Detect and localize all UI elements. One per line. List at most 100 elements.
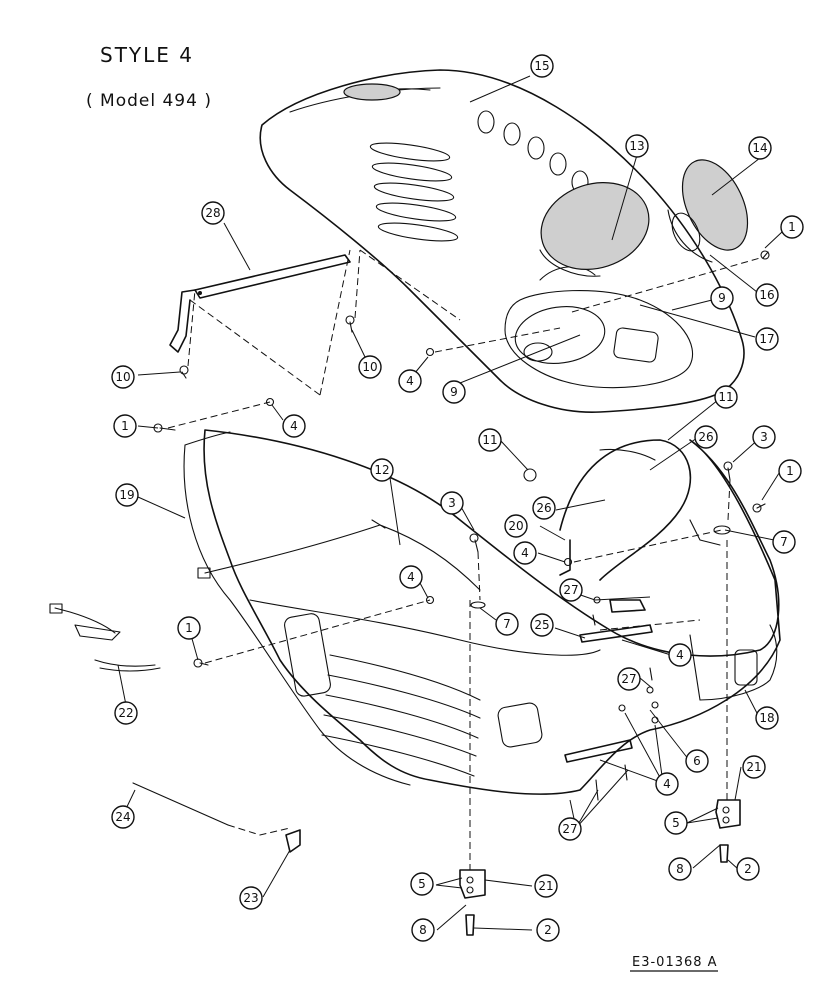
callout-27: 27 [559,578,583,602]
wiring-harness-12 [197,519,481,591]
callout-circle [778,459,802,483]
callout-number: 20 [508,519,523,533]
callout-number: 12 [374,463,389,477]
callout-1: 1 [780,215,804,239]
callout-circle [742,755,766,779]
callout-circle [559,578,583,602]
callout-number: 13 [629,139,644,153]
callout-4: 4 [399,565,423,589]
callout-27: 27 [558,817,582,841]
callout-7: 7 [495,612,519,636]
callout-circle [399,565,423,589]
callout-27: 27 [617,667,641,691]
hood-top-holes [477,110,589,194]
hood-shape [259,69,745,413]
mount-bracket-lower-left [459,869,486,936]
mount-bracket-lower-right [715,799,741,863]
slide-rails [564,599,653,763]
callout-22: 22 [114,701,138,725]
callout-7: 7 [772,530,796,554]
callout-4: 4 [282,414,306,438]
callout-number: 3 [760,430,768,444]
callout-26: 26 [694,425,718,449]
callout-number: 8 [676,862,684,876]
grille-slots [284,613,543,777]
callout-number: 22 [118,706,133,720]
callout-number: 2 [544,923,552,937]
callout-14: 14 [748,136,772,160]
support-bracket [559,439,721,581]
callout-number: 14 [752,141,767,155]
callout-circle [111,365,135,389]
callout-number: 27 [563,583,578,597]
callout-number: 4 [406,374,414,388]
callout-circle [685,749,709,773]
callout-13: 13 [625,134,649,158]
assembly-lines [167,249,761,870]
callout-1: 1 [177,616,201,640]
callout-number: 21 [538,879,553,893]
callout-circle [111,805,135,829]
callout-10: 10 [111,365,135,389]
callout-circle [478,428,502,452]
callout-circle [536,918,560,942]
callout-number: 4 [663,777,671,791]
model-label: ( Model 494 ) [86,91,212,111]
headlight-lens-right [667,159,749,263]
callout-circle [177,616,201,640]
callout-circle [358,355,382,379]
callout-circle [534,874,558,898]
callout-circle [780,215,804,239]
callout-number: 7 [503,617,511,631]
callout-26: 26 [532,496,556,520]
callout-number: 27 [562,822,577,836]
hood-support-arm [169,254,351,353]
callout-9: 9 [710,286,734,310]
hood-louvers [369,142,459,242]
callout-number: 28 [205,206,220,220]
callout-circle [411,918,435,942]
callout-circle [772,530,796,554]
callout-number: 2 [744,862,752,876]
callout-23: 23 [239,886,263,910]
callout-19: 19 [115,483,139,507]
callout-number: 1 [786,464,794,478]
callout-circle [530,613,554,637]
callout-circle [755,283,779,307]
callout-24: 24 [111,805,135,829]
callout-5: 5 [664,811,688,835]
callout-20: 20 [504,514,528,538]
callout-circle [239,886,263,910]
callout-circle [714,385,738,409]
callout-4: 4 [513,541,537,565]
callout-16: 16 [755,283,779,307]
callout-number: 9 [718,291,726,305]
callout-circle [694,425,718,449]
callout-number: 6 [693,754,701,768]
callout-1: 1 [778,459,802,483]
callout-11: 11 [478,428,502,452]
callout-number: 24 [115,810,130,824]
callout-25: 25 [530,613,554,637]
callout-17: 17 [755,327,779,351]
callout-number: 23 [243,891,258,905]
callout-circle [440,491,464,515]
callout-circle [710,286,734,310]
callout-number: 1 [121,419,129,433]
callout-circle [114,701,138,725]
callout-number: 5 [418,877,426,891]
callout-circle [410,872,434,896]
callout-circle [755,706,779,730]
callout-2: 2 [736,857,760,881]
callout-8: 8 [411,918,435,942]
callout-circle [668,857,692,881]
callout-circle [282,414,306,438]
callout-circle [752,425,776,449]
style-label: STYLE 4 [100,43,194,67]
headlight-lens-left [539,181,650,277]
callout-number: 10 [362,360,377,374]
wiring-harness-22 [49,603,161,672]
callout-circle [625,134,649,158]
